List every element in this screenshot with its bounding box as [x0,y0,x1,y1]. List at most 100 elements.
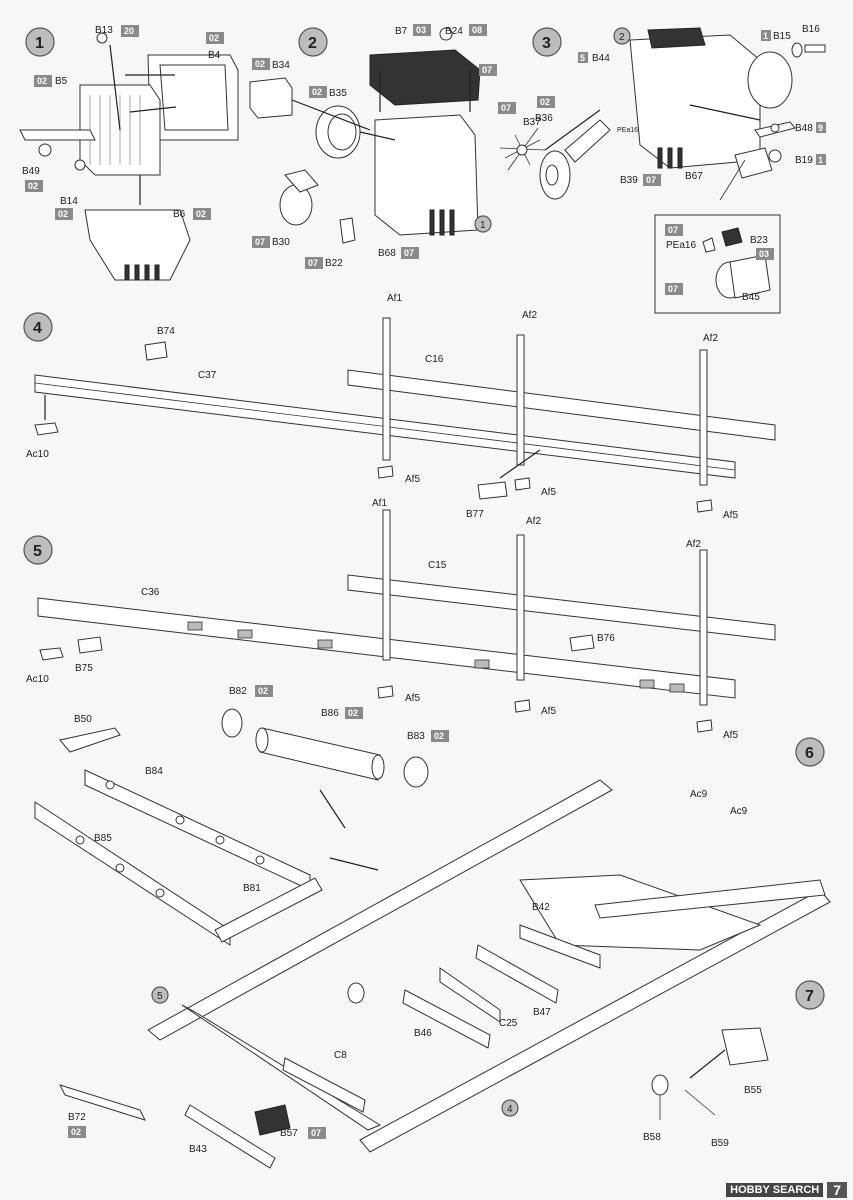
badge: 02 [252,58,270,70]
svg-text:03: 03 [416,25,426,35]
part-b77 [477,481,508,500]
label-b23: B23 [750,235,768,246]
part-af1-5 [382,509,391,661]
label-af2-d: Af2 [686,539,701,550]
part-b14 [74,159,86,171]
label-b6: B6 [173,209,186,220]
badge: 07 [665,283,683,295]
label-b22: B22 [325,258,343,269]
label-b82: B82 [229,686,247,697]
label-b19: B19 [795,155,813,166]
badge: 03 [413,24,431,36]
badge: 5 [578,52,588,63]
svg-text:07: 07 [646,175,656,185]
sub-ref-1-label: 1 [480,220,486,231]
step-2-label: 2 [308,35,317,52]
parts-tree-badges: 02 20 02 02 02 02 02 02 03 08 07 07 07 0… [25,24,826,1139]
label-b59: B59 [711,1138,729,1149]
step-number-5 [23,535,53,565]
step-number-6 [795,737,825,767]
label-pea16: PEa16 [666,240,696,251]
badge: 07 [665,224,683,236]
svg-text:02: 02 [71,1127,81,1137]
part-b19 [768,149,782,163]
label-b76: B76 [597,633,615,644]
badge: 02 [25,180,43,192]
label-b24: B24 [445,26,463,37]
badge: 02 [55,208,73,220]
svg-text:02: 02 [196,209,206,219]
step-1: 1 [19,27,239,281]
part-af5-c [696,499,713,513]
label-af2-c: Af2 [526,516,541,527]
part-pea16 [702,237,716,253]
svg-text:07: 07 [668,284,678,294]
badge: 07 [308,1127,326,1139]
part-c16 [347,369,776,441]
svg-text:1: 1 [763,31,768,41]
label-pea16-top: PEa16 [617,127,638,134]
svg-text:07: 07 [482,65,492,75]
part-c8 [282,1057,366,1113]
label-b13: B13 [95,25,113,36]
step-6-label: 6 [805,745,814,762]
svg-text:07: 07 [255,237,265,247]
label-b85: B85 [94,833,112,844]
label-c16: C16 [425,354,444,365]
svg-text:02: 02 [255,59,265,69]
step-number-1 [25,27,55,57]
label-ac9-a: Ac9 [690,789,708,800]
sub-ref-4-label: 4 [507,1104,513,1115]
part-b43 [184,1104,276,1169]
badge: 08 [469,24,487,36]
label-b46: B46 [414,1028,432,1039]
step-3-label: 3 [542,35,551,52]
part-af1-top [382,317,391,461]
label-b57: B57 [280,1128,298,1139]
badge: 02 [206,32,224,44]
part-b15 [791,42,803,58]
label-b5: B5 [55,76,68,87]
svg-text:07: 07 [311,1128,321,1138]
svg-text:02: 02 [434,731,444,741]
part-c15 [347,574,776,641]
badge: 02 [345,707,363,719]
label-b43: B43 [189,1144,207,1155]
step-7-label: 7 [805,988,814,1005]
step-2: 2 1 [249,27,492,244]
part-b83 [403,756,429,788]
part-b42-area [594,879,826,919]
step-4-label: 4 [33,320,42,337]
part-b16 [804,44,826,53]
step-number-4 [23,312,53,342]
part-b58 [651,1074,669,1096]
part-af5-f [696,719,713,733]
sub-ref-2 [613,27,631,45]
svg-text:02: 02 [348,708,358,718]
svg-text:5: 5 [580,53,585,63]
label-af5-b: Af5 [541,487,556,498]
part-af5-b [514,477,531,491]
badge: 02 [431,730,449,742]
label-af5-c: Af5 [723,510,738,521]
part-b30 [279,184,313,226]
label-af1-b: Af1 [372,498,387,509]
part-b22 [339,217,356,244]
svg-text:1: 1 [818,155,823,165]
svg-text:02: 02 [540,97,550,107]
part-b45-install [734,147,773,179]
part-b47 [475,944,559,1004]
svg-text:08: 08 [472,25,482,35]
step-number-2 [298,27,328,57]
label-b35: B35 [329,88,347,99]
part-b23 [721,227,743,247]
part-b49 [19,129,96,141]
part-b81 [214,877,323,943]
part-ac10-5 [39,647,64,661]
part-af5-d [377,685,394,699]
badge: 07 [252,236,270,248]
label-af2-b: Af2 [703,333,718,344]
part-af5-e [514,699,531,713]
step-3: 3 2 [499,27,826,314]
page-footer: HOBBY SEARCH 7 [726,1182,847,1198]
